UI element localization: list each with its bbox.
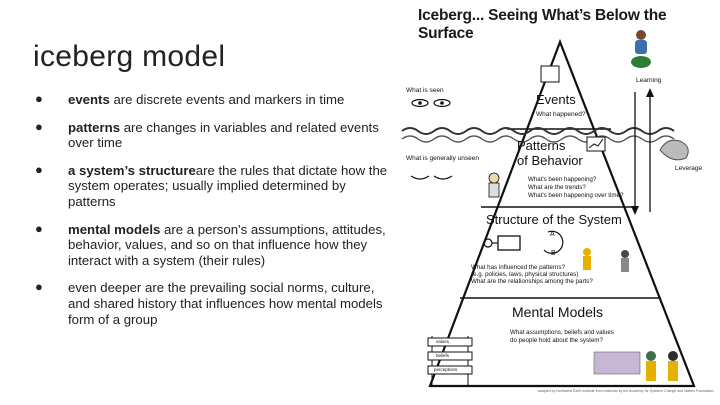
bullet-events: ● events are discrete events and markers … [30, 91, 392, 108]
bullet-text: are changes in variables and related eve… [68, 119, 379, 151]
level-mental-label: Mental Models [512, 304, 604, 320]
open-eyes-icon [411, 98, 451, 108]
bullet-text: are discrete events and markers in time [109, 92, 345, 107]
rock-icon [659, 139, 689, 161]
person-patterns-icon [488, 172, 500, 198]
iceberg-diagram [401, 30, 696, 388]
bullet-dot: ● [35, 279, 43, 295]
level-structure-label: Structure of the System [486, 212, 622, 227]
ladder-label-perceptions: perceptions [434, 367, 458, 372]
system-loop-icon [483, 230, 564, 254]
water-wave-lower [401, 135, 675, 143]
calendar-icon [540, 65, 560, 83]
loop-label-b: B [551, 250, 556, 257]
loop-label-a: A [550, 231, 555, 238]
label-leverage: Leverage [675, 165, 703, 172]
bullet-social-norms: ● even deeper are the prevailing social n… [30, 279, 392, 327]
bullet-dot: ● [35, 220, 43, 236]
bullet-term: events [68, 92, 110, 107]
closed-eyes-icon [410, 175, 453, 180]
level-patterns-question-2: What are the trends? [528, 184, 586, 191]
level-structure-question-2: (e.g. policies, laws, physical structure… [471, 271, 579, 278]
person-learning-icon [631, 30, 651, 68]
bullet-mental-models: ● mental models are a person's assumption… [30, 220, 392, 269]
bullet-list: ● events are discrete events and markers … [30, 91, 392, 339]
level-patterns-label-2: of Behavior [517, 153, 583, 168]
level-mental-question-1: What assumptions, beliefs and values [510, 329, 614, 336]
label-what-is-seen: What is seen [406, 87, 444, 94]
label-what-is-unseen: What is generally unseen [406, 155, 479, 162]
bullet-text: are the rules that dictate how the syste… [68, 162, 388, 209]
level-patterns-label-1: Patterns [517, 138, 566, 153]
water-wave-upper [401, 127, 675, 135]
label-learning: Learning [636, 77, 662, 84]
level-structure-question-3: What are the relationships among the par… [471, 278, 593, 285]
level-structure-question-1: What has influenced the patterns? [471, 264, 565, 271]
figure-title: Iceberg... Seeing What’s Below the Surfa… [418, 7, 667, 42]
leverage-arrowhead [646, 88, 654, 97]
ladder-label-values: values [436, 339, 450, 344]
figure-credit: adapted by Northwest Earth Institute fro… [538, 389, 714, 393]
ladder-label-beliefs: beliefs [436, 353, 450, 358]
level-events-label: Events [536, 92, 576, 107]
iceberg-pyramid [428, 38, 696, 388]
bullet-term: a system’s structure [68, 162, 196, 178]
bullet-term: patterns [68, 119, 121, 135]
bullet-dot: ● [35, 91, 43, 106]
level-patterns-question-1: What's been happening? [528, 176, 597, 183]
slide-title: iceberg model [33, 40, 226, 73]
bullet-patterns: ● patterns are changes in variables and r… [30, 118, 392, 151]
level-mental-question-2: do people hold about the system? [510, 337, 603, 344]
bullet-dot: ● [35, 161, 43, 177]
trend-chart-icon [586, 136, 606, 152]
level-patterns-question-3: What's been happening over time? [528, 192, 624, 199]
bullet-dot: ● [35, 118, 43, 134]
people-mental-icon [593, 351, 678, 381]
bullet-structure: ● a system’s structureare the rules that … [30, 161, 392, 210]
bullet-text: are a person's assumptions, attitudes, b… [68, 221, 386, 268]
level-events-question: What happened? [536, 111, 586, 118]
ladder-icon [427, 336, 473, 386]
learning-arrowhead [631, 206, 639, 215]
people-structure-icon [583, 248, 629, 272]
bullet-text: even deeper are the prevailing social no… [68, 280, 383, 327]
bullet-term: mental models [68, 221, 161, 237]
iceberg-figure: Iceberg... Seeing What’s Below the Surfa… [398, 0, 720, 405]
